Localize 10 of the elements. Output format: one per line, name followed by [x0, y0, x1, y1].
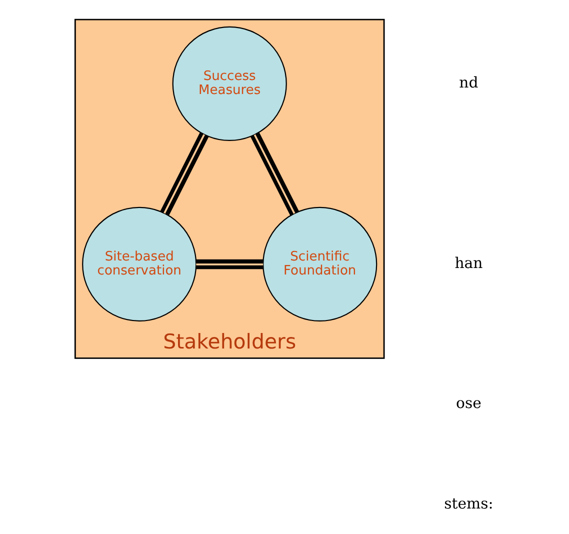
connector [250, 132, 299, 216]
node-circle: Success Measures [172, 26, 287, 142]
connector [196, 259, 264, 270]
label: stems: [444, 494, 494, 513]
node-circle: Site-based conservation [82, 206, 197, 322]
label: nd [459, 73, 478, 92]
label: ose [456, 394, 482, 412]
connector [160, 132, 209, 216]
node-circle: Scientific Foundation [262, 206, 378, 322]
label: han [454, 254, 483, 272]
